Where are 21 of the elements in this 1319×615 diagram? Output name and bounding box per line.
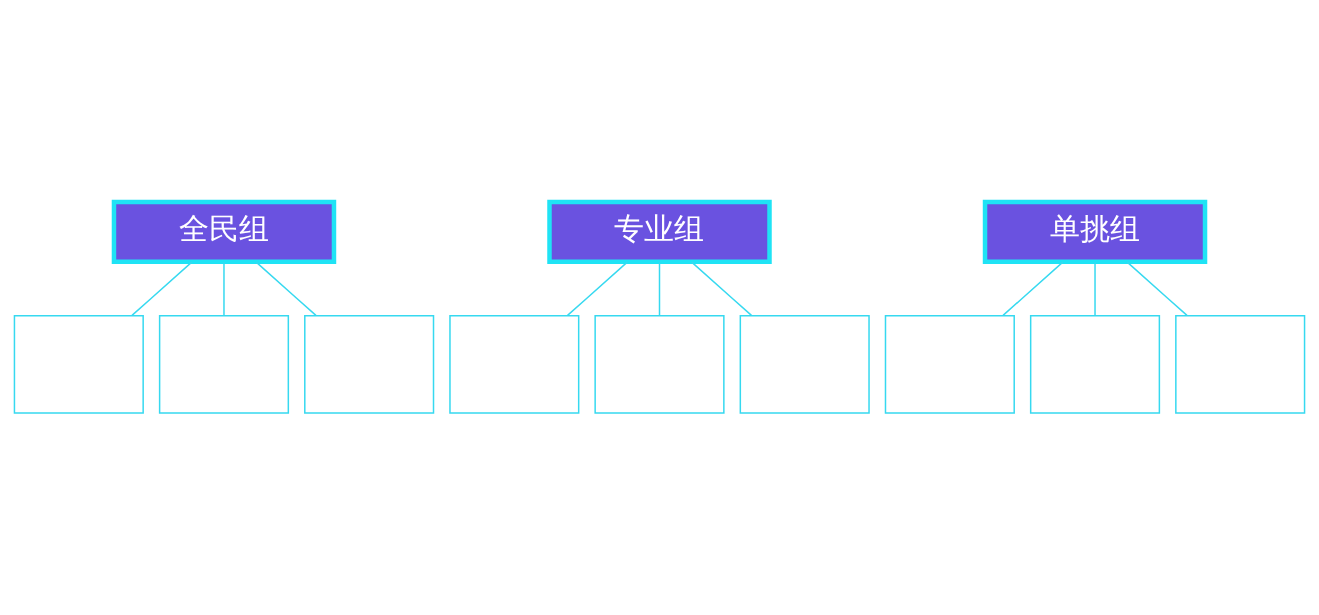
node-box: [13, 315, 144, 414]
connector: [690, 261, 753, 317]
node-box: [739, 315, 870, 414]
connector: [566, 261, 629, 317]
node-box: 单挑组: [982, 199, 1208, 265]
connector: [1126, 261, 1188, 317]
node-box: 全民组: [111, 199, 337, 265]
node-box: [1029, 315, 1161, 414]
node-box: [304, 315, 435, 414]
node-box: [594, 315, 725, 414]
node-box: 专业组: [547, 199, 772, 265]
connector: [223, 261, 225, 317]
node-box: [449, 315, 580, 414]
connector: [1002, 261, 1064, 317]
node-box: [1175, 315, 1306, 414]
node-box: [158, 315, 290, 414]
connector: [658, 261, 661, 317]
connector: [255, 261, 317, 317]
connector: [1094, 261, 1096, 317]
connector: [131, 261, 193, 317]
node-box: [884, 315, 1015, 414]
